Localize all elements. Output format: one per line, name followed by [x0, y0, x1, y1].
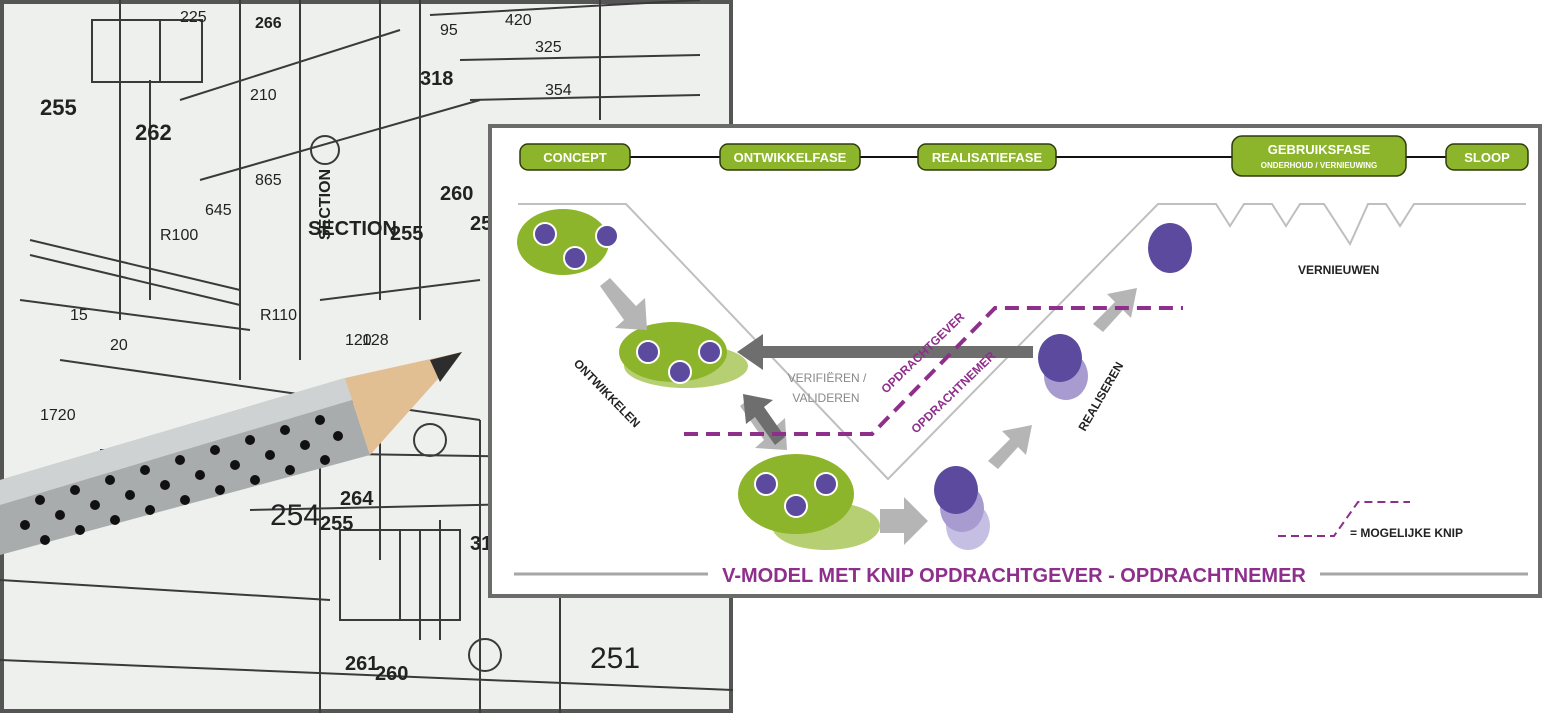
bp-dim: 251: [590, 642, 640, 675]
phase-concept: CONCEPT: [543, 150, 607, 165]
legend-knip-sample: [1278, 501, 1410, 537]
concept-cluster: [517, 209, 619, 275]
phase-sloop-pill: [1445, 143, 1529, 171]
bp-section: SECTION: [317, 169, 334, 240]
phase-realisatiefase: REALISATIEFASE: [932, 150, 1043, 165]
realisatie-top: [1148, 223, 1192, 273]
bp-dim: 266: [255, 15, 282, 32]
phase-ontwikkelfase: ONTWIKKELFASE: [734, 150, 847, 165]
detail-cluster: [738, 454, 880, 550]
phase-realisatiefase-pill: [917, 143, 1057, 171]
v-model-diagram: CONCEPT ONTWIKKELFASE REALISATIEFASE GEB…: [488, 124, 1542, 598]
bp-dim: 255: [390, 223, 423, 245]
bp-dim: 225: [180, 9, 207, 26]
phase-sloop: SLOOP: [1464, 150, 1510, 165]
bp-dim: 20: [110, 337, 128, 354]
diagram-title: V-MODEL MET KNIP OPDRACHTGEVER - OPDRACH…: [722, 565, 1306, 587]
phase-ontwikkelfase-pill: [719, 143, 861, 171]
bp-dim: 254: [270, 499, 320, 532]
blueprint-lines: [0, 0, 733, 713]
label-verifieren: VERIFIËREN /: [788, 371, 867, 385]
bp-dim: 262: [135, 120, 172, 145]
bp-dim: 420: [505, 12, 532, 29]
bp-dim: 210: [250, 87, 277, 104]
bp-dim: SECTION: [308, 218, 397, 240]
bp-dim: R110: [260, 307, 297, 324]
bp-dim: 865: [255, 172, 282, 189]
bp-dim: 260: [440, 183, 473, 205]
bp-dim: R100: [160, 227, 198, 244]
legend-label: = MOGELIJKE KNIP: [1350, 526, 1463, 540]
knip-line: [684, 306, 1183, 436]
bp-dim: 120: [345, 332, 372, 349]
bp-dim: 354: [545, 82, 572, 99]
realisatie-stack-low: [934, 466, 990, 550]
bp-dim: 255: [320, 513, 353, 535]
bp-dim: 325: [535, 39, 562, 56]
phase-concept-pill: [519, 143, 631, 171]
bp-dim: 645: [205, 202, 232, 219]
pencil: [0, 352, 462, 555]
bp-dim: 95: [440, 22, 458, 39]
bp-dim: 318: [420, 68, 453, 90]
bp-dim: 128: [362, 332, 389, 349]
label-vernieuwen: VERNIEUWEN: [1298, 263, 1379, 277]
phase-gebruiksfase-pill: [1231, 135, 1407, 177]
phase-gebruiksfase: GEBRUIKSFASE: [1268, 142, 1371, 157]
ontwikkel-cluster: [619, 322, 748, 388]
bp-dim: 261: [345, 653, 378, 675]
bp-dim: 264: [340, 488, 374, 510]
bp-dim: 255: [40, 95, 77, 120]
realisatie-stack-mid: [1038, 334, 1088, 400]
bp-dim: 1720: [40, 407, 76, 424]
bp-dim: 15: [70, 307, 88, 324]
bp-dim: 260: [375, 663, 408, 685]
phase-gebruiksfase-sub: ONDERHOUD / VERNIEUWING: [1261, 161, 1377, 170]
label-valideren: VALIDEREN: [792, 391, 859, 405]
v-model-line: [518, 203, 1526, 481]
